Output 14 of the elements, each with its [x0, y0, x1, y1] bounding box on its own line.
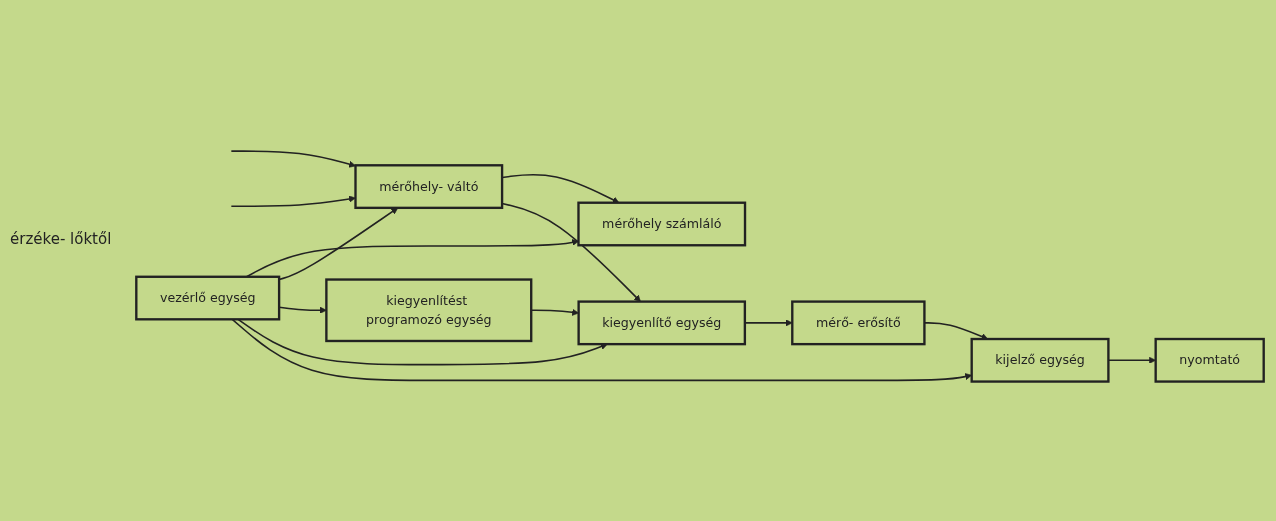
arrow	[237, 318, 608, 365]
node-box: mérőhely- váltó	[354, 163, 504, 209]
input-label: érzéke- lőktől	[10, 230, 113, 248]
arrow	[230, 149, 356, 168]
node-box: vezérlő egység	[135, 275, 281, 321]
arrow	[230, 195, 356, 207]
node-box: mérő- erősítő	[791, 300, 926, 345]
node-box: nyomtató	[1154, 337, 1265, 383]
arrow	[744, 318, 793, 326]
node-box: kijelző egység	[970, 337, 1110, 383]
node-box: kiegyenlítő egység	[577, 300, 747, 345]
node-box: mérőhely számláló	[577, 201, 747, 246]
arrow	[231, 318, 972, 381]
node-box: kiegyenlítést programozó egység	[325, 277, 533, 342]
